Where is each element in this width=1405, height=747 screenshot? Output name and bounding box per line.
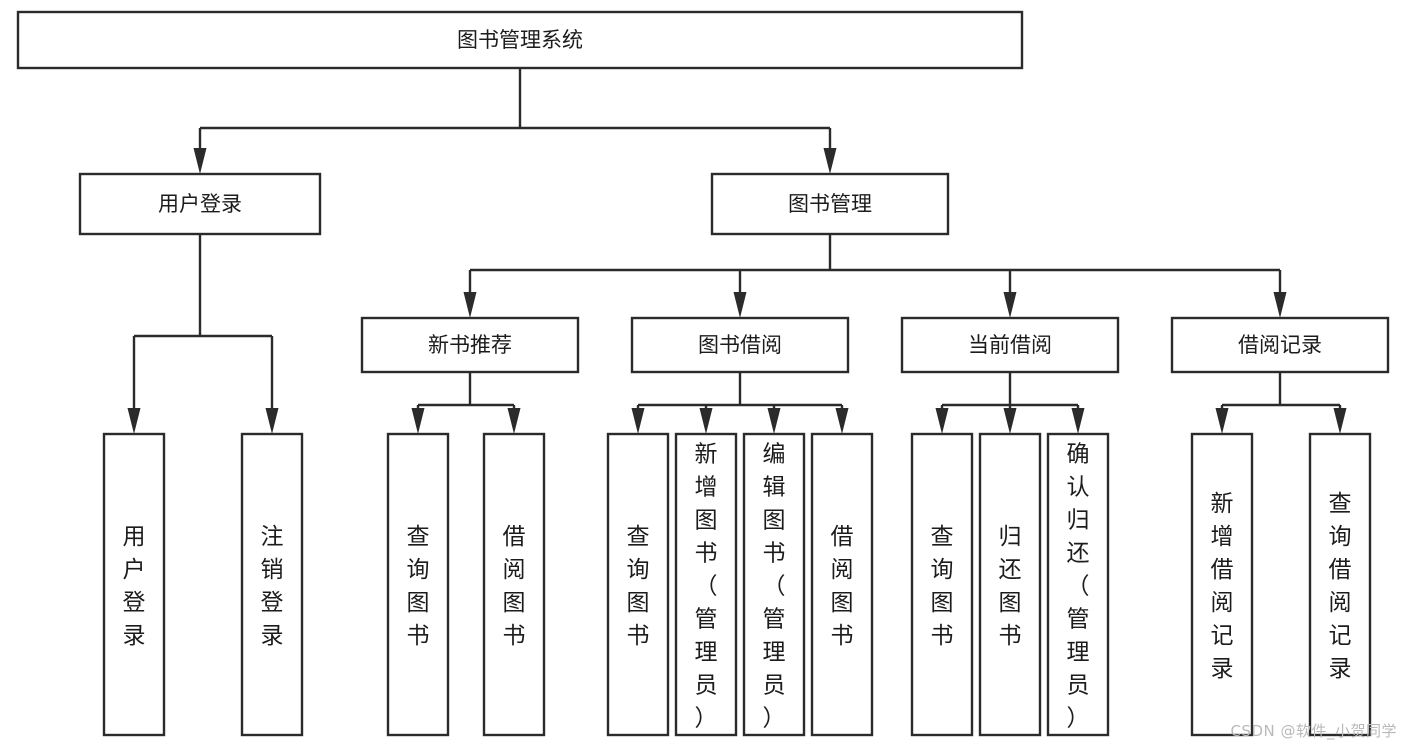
node-box-leaf-query-book-recommend[interactable] <box>386 432 450 737</box>
node-box-new-book-recommend[interactable] <box>360 316 580 374</box>
arrow-head-icon <box>631 408 645 434</box>
node-label-leaf-query-book-recommend: 查询图书 <box>407 524 430 649</box>
node-leaf-add-book-admin[interactable]: 新增图书（管理员） <box>674 432 738 737</box>
arrow-head-icon <box>935 408 949 434</box>
node-label-leaf-edit-book-admin: 编辑图书（管理员） <box>763 442 786 732</box>
node-leaf-borrow-book-recommend[interactable]: 借阅图书 <box>482 432 546 737</box>
arrow-head-icon <box>835 408 849 434</box>
connector-layer <box>127 68 1347 434</box>
node-label-leaf-query-borrow-record: 查询借阅记录 <box>1329 491 1352 682</box>
arrow-head-icon <box>127 408 141 434</box>
node-label-current-borrow: 当前借阅 <box>968 333 1052 357</box>
node-box-leaf-logout[interactable] <box>240 432 304 737</box>
node-box-borrow-record[interactable] <box>1170 316 1390 374</box>
node-label-leaf-borrow-book-recommend: 借阅图书 <box>503 524 526 649</box>
arrow-head-icon <box>1215 408 1229 434</box>
node-leaf-borrow-book[interactable]: 借阅图书 <box>810 432 874 737</box>
node-book-borrow[interactable]: 图书借阅 <box>630 316 850 374</box>
node-leaf-query-book-borrow[interactable]: 查询图书 <box>606 432 670 737</box>
node-leaf-edit-book-admin[interactable]: 编辑图书（管理员） <box>742 432 806 737</box>
node-box-leaf-edit-book-admin[interactable] <box>742 432 806 737</box>
node-label-book-borrow: 图书借阅 <box>698 333 782 357</box>
arrow-head-icon <box>733 292 747 318</box>
arrow-head-icon <box>823 148 837 174</box>
node-user-login[interactable]: 用户登录 <box>78 172 322 236</box>
csdn-watermark: CSDN @软件_小贺同学 <box>1230 722 1397 740</box>
node-box-leaf-add-borrow-record[interactable] <box>1190 432 1254 737</box>
node-box-leaf-query-book-current[interactable] <box>910 432 974 737</box>
arrow-head-icon <box>1333 408 1347 434</box>
arrow-head-icon <box>507 408 521 434</box>
arrow-head-icon <box>1071 408 1085 434</box>
node-box-current-borrow[interactable] <box>900 316 1120 374</box>
node-leaf-logout[interactable]: 注销登录 <box>240 432 304 737</box>
node-leaf-user-login[interactable]: 用户登录 <box>102 432 166 737</box>
arrow-head-icon <box>265 408 279 434</box>
arrow-head-icon <box>411 408 425 434</box>
node-root[interactable]: 图书管理系统 <box>16 10 1024 70</box>
node-box-leaf-query-borrow-record[interactable] <box>1308 432 1372 737</box>
arrow-head-icon <box>1273 292 1287 318</box>
connector-user-login-to-leaves <box>127 234 279 434</box>
node-box-leaf-confirm-return-admin[interactable] <box>1046 432 1110 737</box>
node-label-leaf-confirm-return-admin: 确认归还（管理员） <box>1067 442 1090 732</box>
node-leaf-query-book-current[interactable]: 查询图书 <box>910 432 974 737</box>
arrow-head-icon <box>1003 292 1017 318</box>
node-leaf-query-borrow-record[interactable]: 查询借阅记录 <box>1308 432 1372 737</box>
node-label-leaf-query-book-borrow: 查询图书 <box>627 524 650 649</box>
arrow-head-icon <box>767 408 781 434</box>
node-book-management[interactable]: 图书管理 <box>710 172 950 236</box>
node-layer: 图书管理系统用户登录图书管理新书推荐图书借阅当前借阅借阅记录用户登录注销登录查询… <box>16 10 1390 737</box>
node-label-leaf-query-book-current: 查询图书 <box>931 524 954 649</box>
connector-new-book-recommend-to-leaves <box>411 372 521 434</box>
connector-borrow-record-to-leaves <box>1215 372 1347 434</box>
connector-current-borrow-to-leaves <box>935 372 1085 434</box>
connector-book-borrow-to-leaves <box>631 372 849 434</box>
node-box-book-borrow[interactable] <box>630 316 850 374</box>
node-label-root: 图书管理系统 <box>457 28 583 52</box>
connector-book-management-to-level2 <box>463 234 1287 318</box>
arrow-head-icon <box>1003 408 1017 434</box>
node-label-leaf-add-book-admin: 新增图书（管理员） <box>695 442 718 732</box>
node-current-borrow[interactable]: 当前借阅 <box>900 316 1120 374</box>
arrow-head-icon <box>463 292 477 318</box>
node-leaf-add-borrow-record[interactable]: 新增借阅记录 <box>1190 432 1254 737</box>
node-label-borrow-record: 借阅记录 <box>1238 333 1322 357</box>
node-label-leaf-borrow-book: 借阅图书 <box>831 524 854 649</box>
node-label-user-login: 用户登录 <box>158 192 242 216</box>
node-label-book-management: 图书管理 <box>788 192 872 216</box>
node-box-user-login[interactable] <box>78 172 322 236</box>
node-box-leaf-user-login[interactable] <box>102 432 166 737</box>
node-leaf-confirm-return-admin[interactable]: 确认归还（管理员） <box>1046 432 1110 737</box>
node-box-book-management[interactable] <box>710 172 950 236</box>
connector-root-to-level1 <box>193 68 837 174</box>
node-label-new-book-recommend: 新书推荐 <box>428 333 512 357</box>
node-leaf-return-book[interactable]: 归还图书 <box>978 432 1042 737</box>
node-box-leaf-add-book-admin[interactable] <box>674 432 738 737</box>
arrow-head-icon <box>699 408 713 434</box>
node-box-leaf-return-book[interactable] <box>978 432 1042 737</box>
node-label-leaf-add-borrow-record: 新增借阅记录 <box>1211 491 1234 682</box>
node-leaf-query-book-recommend[interactable]: 查询图书 <box>386 432 450 737</box>
node-box-root[interactable] <box>16 10 1024 70</box>
node-box-leaf-borrow-book-recommend[interactable] <box>482 432 546 737</box>
node-label-leaf-logout: 注销登录 <box>261 524 284 649</box>
node-borrow-record[interactable]: 借阅记录 <box>1170 316 1390 374</box>
node-label-leaf-user-login: 用户登录 <box>123 524 146 649</box>
node-box-leaf-borrow-book[interactable] <box>810 432 874 737</box>
node-label-leaf-return-book: 归还图书 <box>999 524 1022 649</box>
arrow-head-icon <box>193 148 207 174</box>
node-box-leaf-query-book-borrow[interactable] <box>606 432 670 737</box>
node-new-book-recommend[interactable]: 新书推荐 <box>360 316 580 374</box>
